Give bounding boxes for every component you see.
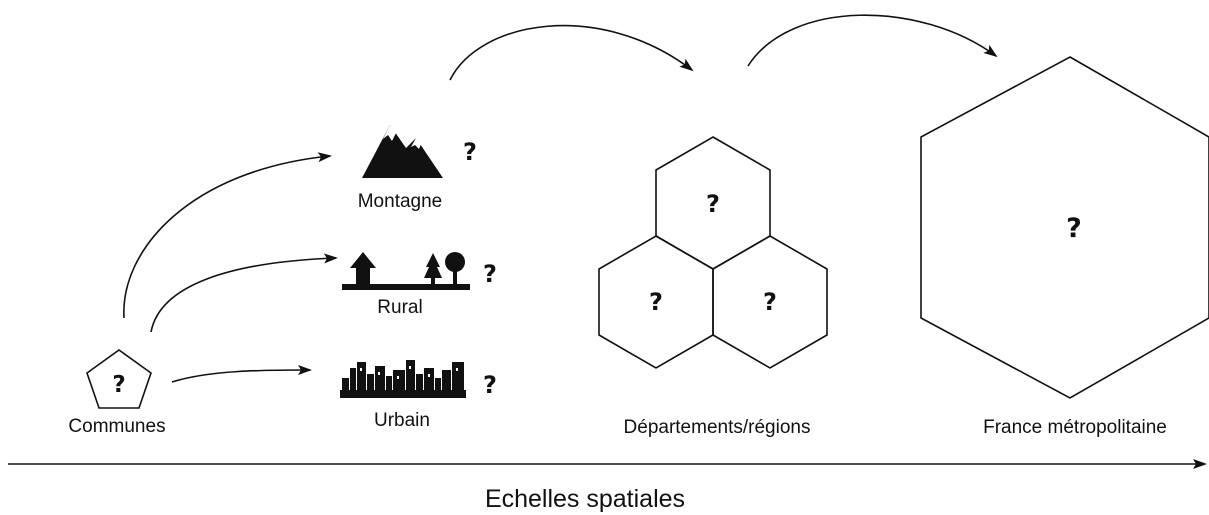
arrow-to-france xyxy=(747,14,998,67)
rural-question-mark: ? xyxy=(483,260,497,288)
urbain-question-mark: ? xyxy=(483,371,497,399)
departements-label: Départements/régions xyxy=(624,417,811,438)
departement-question-mark-left: ? xyxy=(649,288,663,316)
rural-landscape-icon xyxy=(342,252,470,290)
communes-label: Communes xyxy=(68,416,165,437)
communes-question-mark: ? xyxy=(112,372,125,398)
large-hexagon-icon xyxy=(920,56,1209,399)
urbain-label: Urbain xyxy=(374,410,430,431)
france-label: France métropolitaine xyxy=(983,417,1167,438)
hexagon-cluster-icon xyxy=(598,136,828,369)
pentagon-icon xyxy=(86,349,152,409)
montagne-label: Montagne xyxy=(358,191,443,212)
arrow-communes-to-rural xyxy=(150,253,338,333)
arrow-communes-to-urbain xyxy=(171,365,312,383)
arrow-communes-to-montagne xyxy=(123,152,332,319)
axis-label: Echelles spatiales xyxy=(485,485,685,513)
rural-label: Rural xyxy=(377,297,422,318)
city-skyline-icon xyxy=(340,360,466,398)
urbain-node: ? Urbain xyxy=(340,360,497,431)
mountain-icon xyxy=(362,125,443,178)
france-question-mark: ? xyxy=(1066,213,1082,244)
montagne-node: ? Montagne xyxy=(358,125,477,212)
rural-node: ? Rural xyxy=(342,252,497,318)
france-node: ? France métropolitaine xyxy=(920,56,1209,438)
montagne-question-mark: ? xyxy=(463,138,477,166)
communes-node: ? Communes xyxy=(68,349,166,437)
departements-node: ? ? ? Départements/régions xyxy=(598,136,828,438)
arrow-to-departements xyxy=(449,24,694,81)
departement-question-mark-right: ? xyxy=(763,288,777,316)
departement-question-mark-top: ? xyxy=(706,190,720,218)
